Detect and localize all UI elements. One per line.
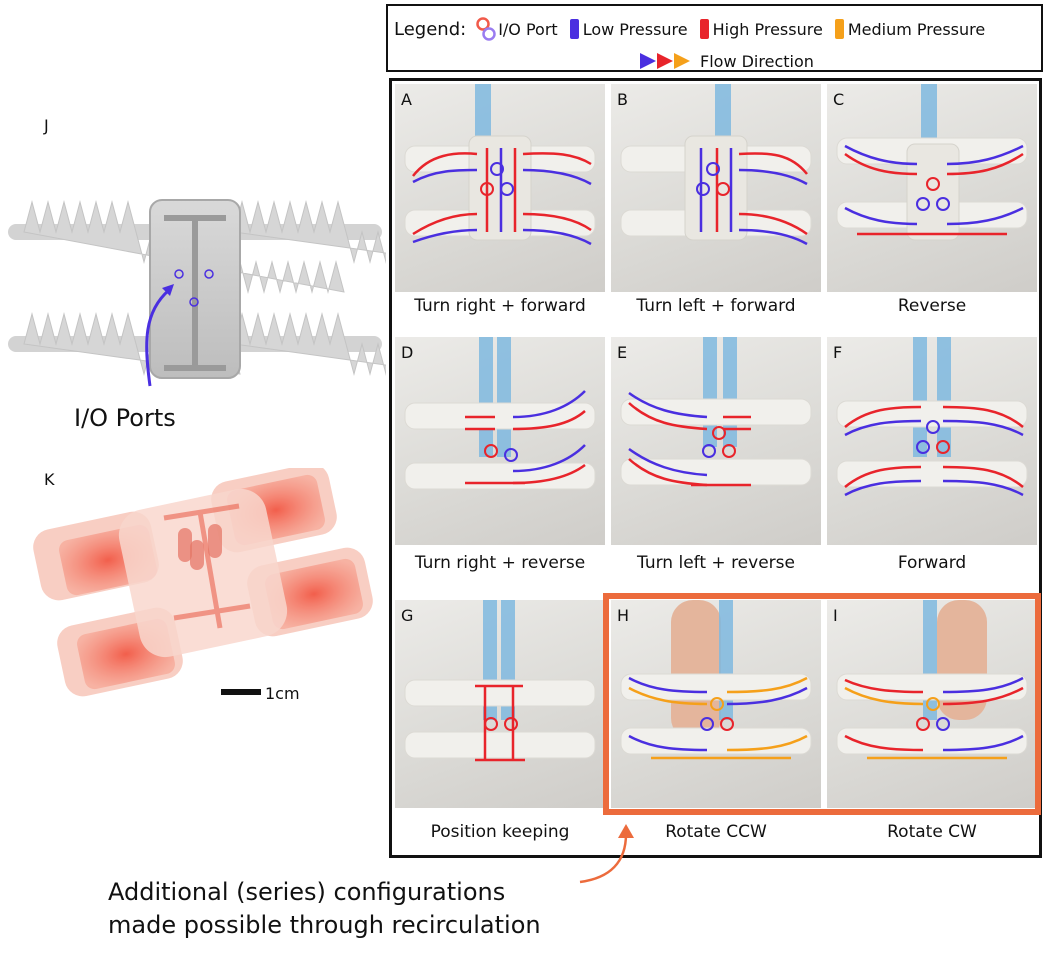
io-port-circle (204, 269, 214, 279)
legend-label-low: Low Pressure (582, 19, 688, 39)
panel-j-letter: J (44, 116, 49, 135)
panel-h-caption: Rotate CCW (665, 822, 767, 842)
panel-i-letter: I (833, 606, 838, 625)
panel-c-photo: C (827, 84, 1037, 292)
configuration-grid: A Turn right + forward B Turn lef (389, 78, 1042, 858)
flow-direction-icon (640, 53, 690, 69)
panel-d-letter: D (401, 343, 414, 362)
panel-g-photo: G (395, 600, 605, 808)
panel-b-photo: B (611, 84, 821, 292)
recirculation-note: Additional (series) configurations made … (108, 876, 541, 942)
legend-row-2: Flow Direction (638, 50, 814, 72)
high-pressure-swatch-icon (699, 19, 709, 39)
io-ports-arrow (145, 288, 170, 387)
legend-label-flow: Flow Direction (700, 51, 814, 71)
legend-prefix: Legend: (394, 18, 467, 40)
panel-b-letter: B (617, 90, 628, 109)
legend-label-high: High Pressure (712, 19, 823, 39)
panel-a-photo: A (395, 84, 605, 292)
scale-label: 1cm (265, 684, 300, 703)
panel-e-photo: E (611, 337, 821, 545)
io-ports-label: I/O Ports (74, 404, 176, 432)
legend-item-low: Low Pressure (564, 19, 688, 39)
device-k-render (33, 468, 373, 697)
panel-a-caption: Turn right + forward (414, 296, 586, 316)
io-port-circle (174, 269, 184, 279)
panel-g-letter: G (401, 606, 414, 625)
medium-pressure-swatch-icon (834, 19, 844, 39)
panel-h-photo: H (611, 600, 821, 808)
panel-f-caption: Forward (897, 553, 967, 573)
panel-f-letter: F (833, 343, 843, 362)
low-pressure-swatch-icon (569, 19, 579, 39)
panel-d-photo: D (395, 337, 605, 545)
panel-h-letter: H (617, 606, 630, 625)
panel-d-caption: Turn right + reverse (414, 553, 586, 573)
panel-f-photo: F (827, 337, 1037, 545)
scale-bar (221, 689, 261, 695)
panel-e-caption: Turn left + reverse (637, 553, 795, 573)
panel-c-letter: C (833, 90, 845, 109)
panel-i-caption: Rotate CW (887, 822, 977, 842)
panel-c-caption: Reverse (897, 296, 967, 316)
legend-item-high: High Pressure (694, 19, 823, 39)
panel-b-caption: Turn left + forward (636, 296, 796, 316)
panel-g-caption: Position keeping (430, 822, 570, 842)
legend-label-io-port: I/O Port (498, 19, 558, 39)
note-line-2: made possible through recirculation (108, 911, 541, 939)
device-j-diagram (8, 199, 386, 387)
panel-e-letter: E (617, 343, 628, 362)
io-port-circle (189, 297, 199, 307)
legend-item-medium: Medium Pressure (829, 19, 985, 39)
io-port-icon (476, 17, 496, 41)
panel-i-photo: I (827, 600, 1037, 808)
legend-item-io-port: I/O Port (474, 16, 558, 42)
legend-label-medium: Medium Pressure (847, 19, 986, 39)
panel-a-letter: A (401, 90, 412, 109)
legend-box: Legend: I/O Port Low Pressure High Press… (386, 4, 1043, 72)
note-line-1: Additional (series) configurations (108, 878, 506, 906)
note-arrow (579, 824, 634, 884)
legend-row-1: Legend: I/O Port Low Pressure High Press… (394, 16, 991, 42)
panel-k-letter: K (44, 470, 55, 489)
